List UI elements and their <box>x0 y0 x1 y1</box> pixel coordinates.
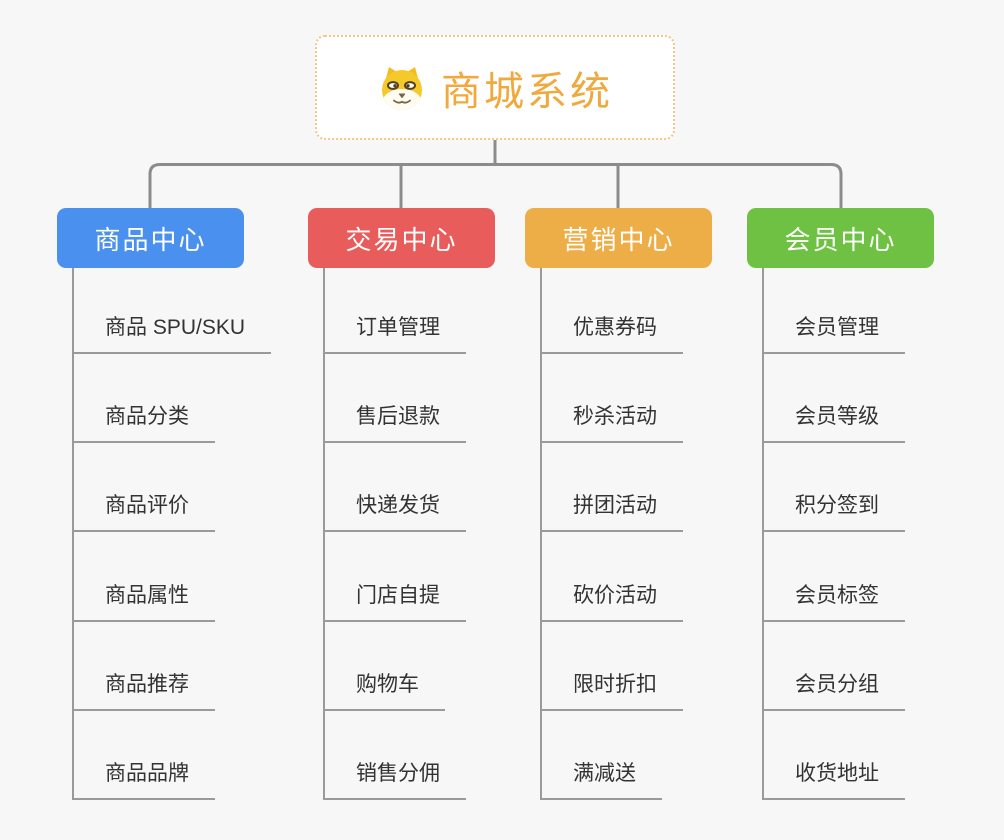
child-topic[interactable]: 会员管理 <box>762 313 905 354</box>
root-title: 商城系统 <box>441 69 613 114</box>
child-topic[interactable]: 订单管理 <box>323 313 466 354</box>
branch-label: 商品中心 <box>94 224 207 255</box>
child-topic-label: 拼团活动 <box>573 494 657 518</box>
branch-column: 商品中心 商品 SPU/SKU 商品分类 商品评价 商品属性 商品推荐 商品品牌 <box>57 208 272 808</box>
child-topic-label: 秒杀活动 <box>573 405 657 429</box>
branch-column: 交易中心 订单管理 售后退款 快递发货 门店自提 购物车 销售分佣 <box>308 208 495 808</box>
branch-children-rail <box>323 268 325 800</box>
child-topic-label: 购物车 <box>356 672 419 696</box>
child-topic-label: 积分签到 <box>795 494 879 518</box>
child-topic-label: 商品品牌 <box>105 762 189 785</box>
branch-column: 营销中心 优惠券码 秒杀活动 拼团活动 砍价活动 限时折扣 满减送 <box>525 208 712 808</box>
child-topic[interactable]: 商品推荐 <box>72 670 215 711</box>
child-topic[interactable]: 售后退款 <box>323 402 466 444</box>
child-topic[interactable]: 限时折扣 <box>540 670 683 711</box>
child-topic-label: 售后退款 <box>356 405 440 429</box>
child-topic-label: 砍价活动 <box>573 583 657 607</box>
child-topic-label: 优惠券码 <box>573 316 657 339</box>
child-topic-label: 快递发货 <box>356 494 440 518</box>
child-topic[interactable]: 满减送 <box>540 759 662 800</box>
child-topic-label: 会员分组 <box>795 672 879 696</box>
child-topic-label: 会员等级 <box>795 405 879 429</box>
branch-children-rail <box>540 268 542 800</box>
child-topic[interactable]: 收货地址 <box>762 759 905 800</box>
child-topic[interactable]: 商品 SPU/SKU <box>72 313 272 354</box>
child-topic-label: 销售分佣 <box>356 762 440 785</box>
branch-label: 营销中心 <box>562 224 675 255</box>
child-topic[interactable]: 商品属性 <box>72 581 215 622</box>
root-branch-connectors <box>148 138 843 210</box>
child-topic[interactable]: 门店自提 <box>323 581 466 622</box>
branch-children-rail <box>72 268 74 800</box>
child-topic-label: 商品 SPU/SKU <box>105 316 246 339</box>
child-topic-label: 满减送 <box>573 762 636 785</box>
child-topic[interactable]: 优惠券码 <box>540 313 683 354</box>
branch-node[interactable]: 营销中心 <box>525 208 712 268</box>
child-topic[interactable]: 积分签到 <box>762 491 905 533</box>
child-topic-label: 门店自提 <box>356 583 440 607</box>
branch-column: 会员中心 会员管理 会员等级 积分签到 会员标签 会员分组 收货地址 <box>747 208 934 808</box>
child-topic[interactable]: 商品评价 <box>72 491 215 533</box>
branch-children-rail <box>762 268 764 800</box>
branch-node[interactable]: 交易中心 <box>308 208 495 268</box>
root-node[interactable]: 商城系统 <box>315 35 675 140</box>
child-topic[interactable]: 会员标签 <box>762 581 905 622</box>
branch-node[interactable]: 会员中心 <box>747 208 934 268</box>
child-topic-label: 收货地址 <box>795 762 879 785</box>
child-topic[interactable]: 购物车 <box>323 670 445 711</box>
child-topic[interactable]: 砍价活动 <box>540 581 683 622</box>
child-topic-label: 商品推荐 <box>105 672 189 696</box>
child-topic-label: 商品分类 <box>105 405 189 429</box>
child-topic[interactable]: 商品分类 <box>72 402 215 444</box>
child-topic-label: 商品属性 <box>105 583 189 607</box>
child-topic[interactable]: 商品品牌 <box>72 759 215 800</box>
child-topic-label: 会员管理 <box>795 316 879 339</box>
child-topic-label: 会员标签 <box>795 583 879 607</box>
child-topic-label: 限时折扣 <box>573 672 657 696</box>
child-topic[interactable]: 销售分佣 <box>323 759 466 800</box>
child-topic[interactable]: 秒杀活动 <box>540 402 683 444</box>
branch-label: 交易中心 <box>345 224 458 255</box>
child-topic[interactable]: 拼团活动 <box>540 491 683 533</box>
branch-label: 会员中心 <box>784 224 897 255</box>
child-topic[interactable]: 会员分组 <box>762 670 905 711</box>
branch-node[interactable]: 商品中心 <box>57 208 244 268</box>
child-topic-label: 订单管理 <box>356 316 440 339</box>
child-topic[interactable]: 会员等级 <box>762 402 905 444</box>
child-topic-label: 商品评价 <box>105 494 189 518</box>
doge-face-icon <box>377 64 427 111</box>
child-topic[interactable]: 快递发货 <box>323 491 466 533</box>
